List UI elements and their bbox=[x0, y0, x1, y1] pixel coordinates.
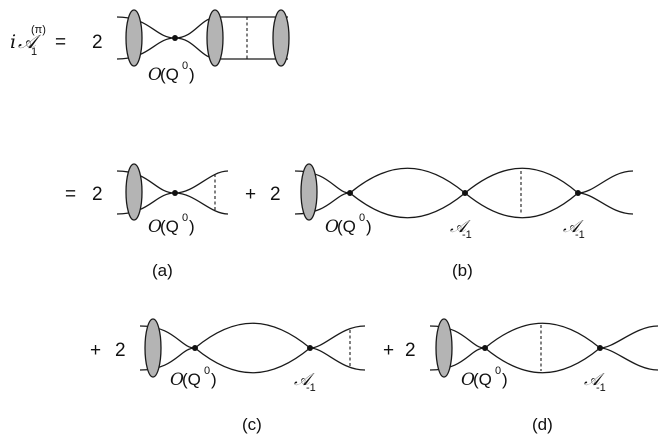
d-vertex-dot-1 bbox=[482, 345, 488, 351]
b-blob bbox=[300, 163, 318, 221]
top-blob-1 bbox=[125, 9, 143, 67]
lhs-superscript: (π) bbox=[31, 24, 46, 36]
svg-text:0: 0 bbox=[182, 60, 188, 72]
b-upper-line bbox=[294, 167, 634, 194]
top-blob-2 bbox=[206, 9, 224, 67]
lhs-expression: i 𝒜 1 (π) = 2 bbox=[10, 24, 103, 58]
c-vertex-dot-1 bbox=[192, 345, 198, 351]
c-upper-line bbox=[139, 322, 366, 349]
svg-text:𝒜: 𝒜 bbox=[450, 217, 471, 237]
equals-sign-2: = bbox=[65, 184, 76, 205]
svg-text:(Q: (Q bbox=[182, 370, 201, 389]
svg-text:): ) bbox=[189, 217, 195, 236]
svg-text:𝒜: 𝒜 bbox=[294, 370, 315, 390]
diagram-b: O (Q 0 ) 𝒜 -1 𝒜 -1 bbox=[294, 163, 634, 241]
a-vertex-dot bbox=[172, 190, 178, 196]
svg-text:O: O bbox=[461, 370, 475, 390]
diagram-a: O (Q 0 ) bbox=[116, 163, 229, 237]
diagram-d: O (Q 0 ) 𝒜 -1 bbox=[429, 318, 659, 394]
svg-text:): ) bbox=[502, 370, 508, 389]
a-blob bbox=[125, 163, 143, 221]
c-blob bbox=[144, 318, 162, 378]
caption-b: (b) bbox=[452, 261, 473, 280]
svg-text:O: O bbox=[148, 217, 162, 237]
a-vertex-label: O (Q 0 ) bbox=[148, 212, 195, 237]
d-vertex-label: O (Q 0 ) bbox=[461, 365, 508, 390]
svg-text:-1: -1 bbox=[596, 382, 606, 394]
svg-text:(Q: (Q bbox=[337, 217, 356, 236]
equals-sign-1: = bbox=[55, 32, 66, 53]
coefficient-a: 2 bbox=[92, 184, 103, 205]
coefficient-1: 2 bbox=[92, 32, 103, 53]
lhs-subscript: 1 bbox=[31, 46, 37, 58]
plus-sign-c: + bbox=[90, 340, 101, 361]
top-vertex-label: O (Q 0 ) bbox=[148, 60, 195, 85]
svg-text:O: O bbox=[170, 370, 184, 390]
svg-text:): ) bbox=[366, 217, 372, 236]
svg-text:(Q: (Q bbox=[160, 65, 179, 84]
coefficient-b: 2 bbox=[270, 184, 281, 205]
svg-text:(Q: (Q bbox=[160, 217, 179, 236]
svg-text:-1: -1 bbox=[575, 229, 585, 241]
lhs-prefix: i bbox=[10, 31, 16, 53]
c-lower-line bbox=[139, 347, 366, 374]
b-vertex-dot-1 bbox=[347, 190, 353, 196]
d-upper-line bbox=[429, 322, 659, 349]
b-amp-label-2: 𝒜 -1 bbox=[563, 217, 585, 241]
svg-text:O: O bbox=[325, 217, 339, 237]
svg-text:(Q: (Q bbox=[473, 370, 492, 389]
plus-sign-d: + bbox=[383, 340, 394, 361]
svg-text:): ) bbox=[189, 65, 195, 84]
svg-text:0: 0 bbox=[495, 365, 501, 377]
b-vertex-dot-3 bbox=[575, 190, 581, 196]
c-vertex-dot-2 bbox=[307, 345, 313, 351]
svg-text:𝒜: 𝒜 bbox=[584, 370, 605, 390]
d-vertex-dot-2 bbox=[597, 345, 603, 351]
top-blob-3 bbox=[272, 9, 290, 67]
d-amp-label: 𝒜 -1 bbox=[584, 370, 606, 394]
b-amp-label-1: 𝒜 -1 bbox=[450, 217, 472, 241]
svg-text:-1: -1 bbox=[306, 382, 316, 394]
d-blob bbox=[435, 318, 453, 378]
svg-text:): ) bbox=[211, 370, 217, 389]
svg-text:0: 0 bbox=[204, 365, 210, 377]
b-vertex-label: O (Q 0 ) bbox=[325, 212, 372, 237]
caption-a: (a) bbox=[152, 261, 173, 280]
svg-text:O: O bbox=[148, 65, 162, 85]
c-amp-label: 𝒜 -1 bbox=[294, 370, 316, 394]
c-vertex-label: O (Q 0 ) bbox=[170, 365, 217, 390]
d-lower-line bbox=[429, 347, 659, 374]
plus-sign-b: + bbox=[245, 184, 256, 205]
coefficient-c: 2 bbox=[115, 340, 126, 361]
b-lower-line bbox=[294, 192, 634, 219]
coefficient-d: 2 bbox=[405, 340, 416, 361]
top-vertex-dot bbox=[172, 35, 178, 41]
svg-text:𝒜: 𝒜 bbox=[563, 217, 584, 237]
caption-c: (c) bbox=[242, 415, 262, 434]
b-vertex-dot-2 bbox=[462, 190, 468, 196]
svg-text:0: 0 bbox=[182, 212, 188, 224]
diagram-top: O (Q 0 ) bbox=[116, 9, 290, 85]
svg-text:-1: -1 bbox=[462, 229, 472, 241]
caption-d: (d) bbox=[532, 415, 553, 434]
diagram-c: O (Q 0 ) 𝒜 -1 bbox=[139, 318, 366, 394]
svg-text:0: 0 bbox=[359, 212, 365, 224]
